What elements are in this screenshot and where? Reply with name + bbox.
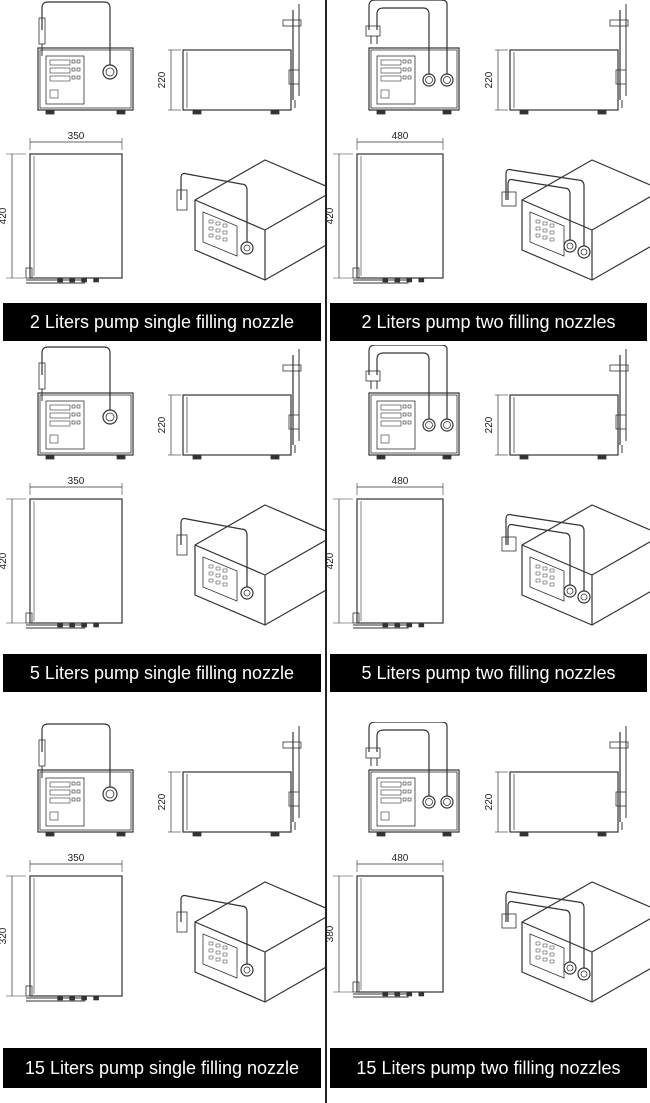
center-divider	[325, 0, 327, 1103]
panel-caption: 2 Liters pump single filling nozzle	[3, 303, 321, 341]
front-view	[37, 346, 134, 460]
depth-dimension-label: 420	[0, 552, 9, 569]
iso-view	[176, 504, 325, 626]
top-view: 480 420	[327, 476, 444, 629]
depth-dimension-label: 380	[327, 925, 336, 942]
side-view: 220	[484, 4, 629, 115]
front-view	[37, 723, 134, 837]
height-dimension-label: 220	[157, 793, 168, 810]
depth-dimension-label: 420	[327, 207, 336, 224]
panel-caption: 15 Liters pump single filling nozzle	[3, 1048, 321, 1088]
iso-view	[176, 159, 325, 281]
height-dimension-label: 220	[157, 416, 168, 433]
width-dimension-label: 350	[68, 131, 85, 142]
top-view: 480 420	[327, 131, 444, 284]
single-nozzle-drawing: 220 350 320	[0, 723, 325, 1003]
side-view: 220	[157, 349, 302, 460]
front-view	[37, 1, 134, 115]
panel-caption: 2 Liters pump two filling nozzles	[330, 303, 647, 341]
iso-view	[501, 881, 650, 1003]
depth-dimension-label: 420	[327, 552, 336, 569]
depth-dimension-label: 420	[0, 207, 9, 224]
panel-caption: 5 Liters pump two filling nozzles	[330, 654, 647, 692]
side-view: 220	[484, 349, 629, 460]
top-view: 480 380	[327, 853, 444, 998]
two-nozzle-drawing: 220 480 380	[327, 722, 650, 1003]
front-view	[365, 345, 460, 460]
side-view: 220	[157, 726, 302, 837]
two-nozzle-drawing: 220 480 420	[327, 0, 650, 284]
single-nozzle-drawing: 220 350 420	[0, 346, 325, 629]
width-dimension-label: 350	[68, 476, 85, 487]
height-dimension-label: 220	[484, 416, 495, 433]
height-dimension-label: 220	[484, 793, 495, 810]
two-nozzle-drawing: 220 480 420	[327, 345, 650, 629]
depth-dimension-label: 320	[0, 927, 9, 944]
top-view: 350 320	[0, 853, 123, 1002]
iso-view	[501, 159, 650, 281]
panel-caption: 15 Liters pump two filling nozzles	[330, 1048, 647, 1088]
iso-view	[501, 504, 650, 626]
front-view	[365, 722, 460, 837]
side-view: 220	[157, 4, 302, 115]
width-dimension-label: 480	[392, 131, 409, 142]
front-view	[365, 0, 460, 115]
width-dimension-label: 480	[392, 476, 409, 487]
height-dimension-label: 220	[157, 71, 168, 88]
height-dimension-label: 220	[484, 71, 495, 88]
side-view: 220	[484, 726, 629, 837]
iso-view	[176, 881, 325, 1003]
top-view: 350 420	[0, 131, 123, 284]
single-nozzle-drawing: 220 350 420	[0, 1, 325, 284]
panel-caption: 5 Liters pump single filling nozzle	[3, 654, 321, 692]
width-dimension-label: 350	[68, 853, 85, 864]
top-view: 350 420	[0, 476, 123, 629]
width-dimension-label: 480	[392, 853, 409, 864]
